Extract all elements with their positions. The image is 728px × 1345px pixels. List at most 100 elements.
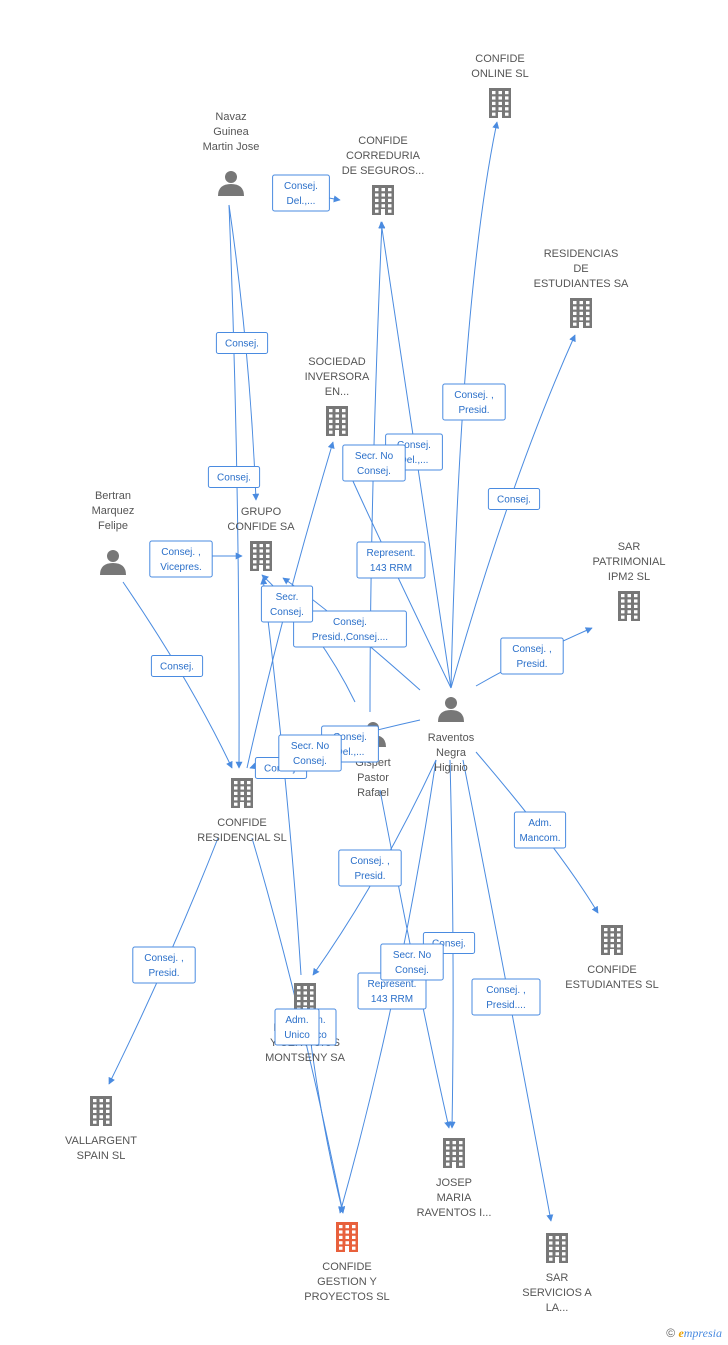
copyright-symbol: © [666, 1326, 676, 1340]
edge-label-text: Del.,... [287, 196, 316, 207]
node-label-line: Bertran [95, 490, 131, 502]
node-label-line: CONFIDE [475, 53, 525, 65]
edge-label-raventos-confide_estudiantes[interactable]: Adm.Mancom. [513, 811, 567, 849]
edge-label-text: Secr. No [393, 950, 432, 961]
edge-label-text: Consej. [293, 756, 327, 767]
building-icon [231, 778, 253, 808]
company-node-sociedad_inversora[interactable]: SOCIEDADINVERSORAEN... [305, 356, 370, 436]
building-icon [250, 541, 272, 571]
edge-label-text: Del.,... [400, 455, 429, 466]
edge-label-text: Presid.,Consej.... [312, 632, 388, 643]
building-icon [326, 406, 348, 436]
edge-label-text: Consej. [395, 965, 429, 976]
edge-label-raventos-sar_patrimonial[interactable]: Consej. ,Presid. [500, 637, 564, 675]
edge-label-text: Adm. [285, 1015, 308, 1026]
node-label-line: CONFIDE [322, 1261, 372, 1273]
node-label-line: Guinea [213, 126, 249, 138]
node-label-line: EN... [325, 386, 349, 398]
edge-label-gispert-confide_correduria[interactable]: Represent.143 RRM [356, 541, 426, 579]
edge-label-navaz-confide_correduria[interactable]: Consej. Del.,... [272, 174, 330, 212]
edge-label-text: Represent. [367, 548, 416, 559]
node-label-line: CONFIDE [358, 135, 408, 147]
node-label-line: DE [573, 263, 588, 275]
building-icon [601, 925, 623, 955]
edge-labels-layer: Consej. Del.,... Consej. Consej. Consej. ,Vi… [132, 174, 567, 1046]
building-icon [372, 185, 394, 215]
edge-label-navaz-grupo_confide[interactable]: Consej. [215, 332, 269, 354]
node-label-line: Rafael [357, 787, 389, 799]
node-label-line: RESIDENCIAS [544, 248, 619, 260]
edge-label-text: 143 RRM [371, 994, 413, 1005]
edge-label-raventos-montseny[interactable]: Consej. ,Presid. [338, 849, 402, 887]
edge-label-text: Represent. [368, 979, 417, 990]
node-label-line: CORREDURIA [346, 150, 421, 162]
edge-label-text: Presid. [148, 968, 179, 979]
edge-label-confide_residencial-vallargent[interactable]: Consej. , Presid. [132, 946, 196, 984]
node-label-line: MARIA [437, 1192, 473, 1204]
empresia-logo[interactable]: empresia [678, 1326, 722, 1340]
edge-label-raventos-confide_online[interactable]: Consej. ,Presid. [442, 383, 506, 421]
company-node-confide_online[interactable]: CONFIDE ONLINE SL [471, 53, 529, 118]
edge-montseny-to-grupo_confide [260, 577, 302, 976]
person-icon [218, 171, 244, 196]
edge-label-text: Consej. [160, 662, 194, 673]
edge-label-bertran-confide_residencial[interactable]: Consej. [150, 655, 204, 677]
edge-label-montseny-confide_gestion[interactable]: Adm.Unico [274, 1008, 320, 1046]
node-label-line: PATRIMONIAL [593, 556, 666, 568]
edge-label-raventos-grupo_confide[interactable]: Consej.Presid.,Consej.... [293, 610, 407, 648]
edge-label-text: Consej. [270, 607, 304, 618]
node-label-line: CONFIDE [587, 964, 637, 976]
edge-label-text: Consej. , [350, 856, 389, 867]
edge-label-text: Presid. [458, 405, 489, 416]
building-icon [618, 591, 640, 621]
node-label-line: RESIDENCIAL SL [197, 832, 286, 844]
node-label-line: SERVICIOS A [522, 1287, 592, 1299]
edge-label-text: Consej. , [486, 985, 525, 996]
node-label-line: SOCIEDAD [308, 356, 366, 368]
edge-label-text: Consej. [497, 495, 531, 506]
edge-label-navaz-confide_residencial[interactable]: Consej. [207, 466, 261, 488]
node-label-line: Marquez [92, 505, 135, 517]
edge-label-text: Consej. [225, 339, 259, 350]
building-icon [294, 983, 316, 1013]
edge-label-bertran-grupo_confide[interactable]: Consej. ,Vicepres. [149, 540, 213, 578]
edge-label-text: Consej. , [161, 547, 200, 558]
edge-label-text: Consej. [284, 181, 318, 192]
node-label-line: ONLINE SL [471, 68, 528, 80]
edge-label-raventos-sar_servicios[interactable]: Consej. ,Presid.... [471, 978, 541, 1016]
node-label-line: Navaz [215, 111, 246, 123]
edge-label-text: Secr. No [355, 451, 394, 462]
node-label-line: RAVENTOS I... [417, 1207, 492, 1219]
building-icon [336, 1222, 358, 1252]
edge-label-gispert-grupo_confide[interactable]: Secr.Consej. [260, 585, 314, 623]
edge-label-text: Consej. , [144, 953, 183, 964]
node-label-line: GRUPO [241, 506, 282, 518]
node-label-line: Negra [436, 747, 467, 759]
edge-label-gispert-josep_maria[interactable]: Secr. No Consej. [380, 943, 444, 981]
edge-raventos-to-sociedad_inversora [347, 469, 452, 689]
node-label-line: SPAIN SL [77, 1150, 126, 1162]
edge-label-text: Mancom. [519, 833, 560, 844]
edge-label-text: Consej. [333, 732, 367, 743]
footer-brand: © empresia [666, 1326, 722, 1341]
node-label-line: Pastor [357, 772, 389, 784]
node-label-line: GESTION Y [317, 1276, 377, 1288]
building-icon [90, 1096, 112, 1126]
edge-label-raventos-residencias[interactable]: Consej. [487, 488, 541, 510]
